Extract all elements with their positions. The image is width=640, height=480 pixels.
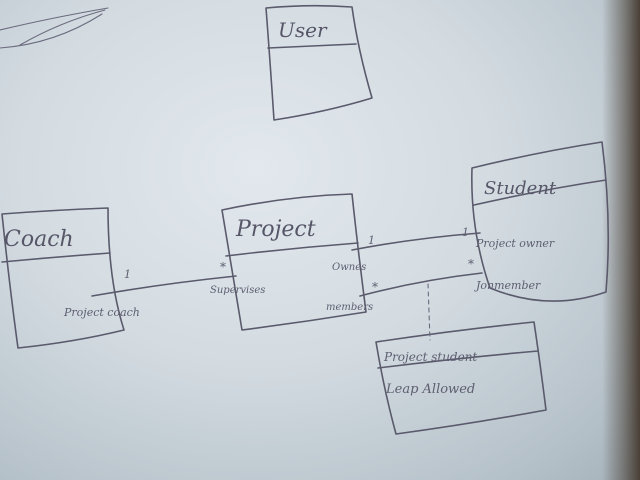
relation-project-student-member: * * members	[326, 257, 483, 341]
entity-project-divider	[225, 242, 359, 257]
entity-user-divider	[267, 43, 357, 49]
relation-coach-project-coach-multiplicity: 1	[124, 268, 131, 281]
relation-project-student-owner-line	[351, 232, 481, 251]
relation-member-role: members	[326, 302, 373, 313]
relation-project-student-owner: 1 1 Ownes	[332, 226, 481, 273]
entity-student-attribute-member: Jonmember	[474, 279, 541, 292]
entity-student-box	[471, 141, 610, 302]
entity-student: Student Project owner Jonmember	[471, 141, 610, 302]
entity-coach-attribute: Project coach	[63, 306, 140, 319]
relation-coach-project-line	[91, 275, 237, 297]
entity-student-title: Student	[484, 178, 557, 199]
entity-project-student-title: Project student	[383, 350, 477, 364]
entity-user-box	[265, 4, 373, 121]
entity-project: Project	[221, 193, 367, 331]
relation-owner-project-multiplicity: 1	[368, 234, 375, 247]
relation-coach-project-project-multiplicity: *	[220, 260, 226, 274]
entity-coach-divider	[1, 252, 111, 263]
relation-owner-student-multiplicity: 1	[462, 226, 469, 239]
entity-student-divider	[473, 179, 607, 206]
relation-owner-role: Ownes	[332, 262, 366, 273]
entity-project-title: Project	[235, 217, 316, 242]
relation-coach-project: 1 * Supervises	[91, 260, 265, 297]
partial-sketch-top-left	[0, 7, 109, 49]
relation-project-student-member-line	[359, 272, 483, 297]
relation-coach-project-role: Supervises	[210, 285, 265, 296]
entity-project-student: Project student Leap Allowed	[375, 321, 547, 435]
relation-member-student-multiplicity: *	[468, 257, 474, 271]
entity-user: User	[265, 4, 373, 121]
entity-project-student-divider	[377, 350, 539, 369]
association-class-dashed-link	[427, 283, 431, 341]
entity-project-box	[221, 193, 367, 331]
entity-coach-title: Coach	[4, 227, 74, 252]
entity-project-student-attribute: Leap Allowed	[385, 382, 475, 397]
entity-student-attribute-owner: Project owner	[475, 237, 555, 250]
entity-project-student-box	[375, 321, 547, 435]
relation-member-project-multiplicity: *	[372, 280, 378, 294]
entity-user-title: User	[278, 18, 328, 42]
entity-coach-box	[1, 207, 125, 349]
entity-coach: Coach Project coach	[1, 207, 140, 349]
